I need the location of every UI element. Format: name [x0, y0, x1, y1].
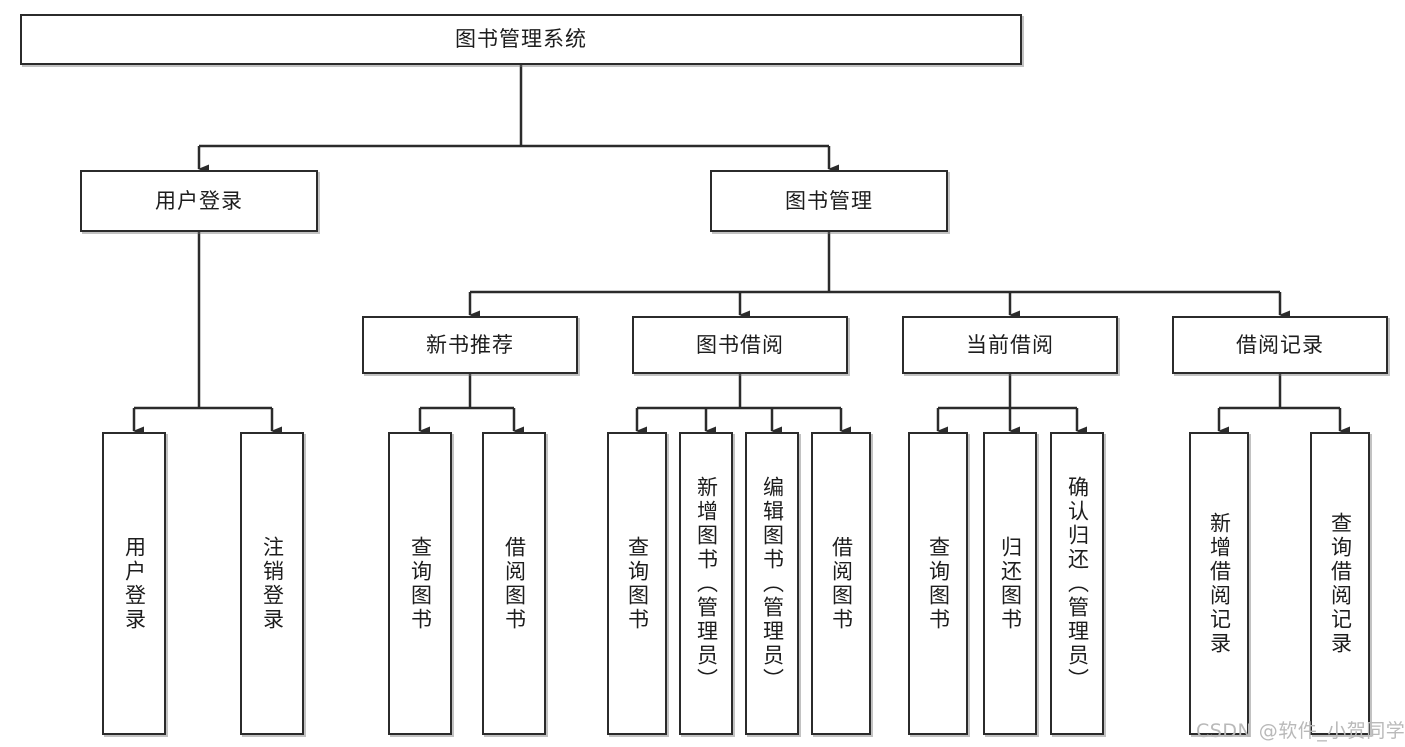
- level2-node-book-borrow[interactable]: 图书借阅: [632, 316, 848, 374]
- node-label: 借阅记录: [1236, 332, 1324, 357]
- node-label: 查询借阅记录: [1328, 511, 1353, 656]
- level2-node-current-borrow[interactable]: 当前借阅: [902, 316, 1118, 374]
- node-label: 图书管理: [785, 188, 873, 213]
- node-label: 用户登录: [155, 188, 243, 213]
- leaf-node-leaf-bb-query[interactable]: 查询图书: [607, 432, 667, 735]
- leaf-node-leaf-cb-return[interactable]: 归还图书: [983, 432, 1037, 735]
- node-label: 新增借阅记录: [1207, 511, 1232, 656]
- leaf-node-leaf-br-query[interactable]: 查询借阅记录: [1310, 432, 1370, 735]
- node-label: 归还图书: [998, 535, 1023, 632]
- node-label: 新增图书（管理员）: [694, 475, 719, 692]
- leaf-node-leaf-user-login[interactable]: 用户登录: [102, 432, 166, 735]
- leaf-node-leaf-cb-query[interactable]: 查询图书: [908, 432, 968, 735]
- level2-node-new-book-rec[interactable]: 新书推荐: [362, 316, 578, 374]
- level1-node-book-manage[interactable]: 图书管理: [710, 170, 948, 232]
- node-label: 查询图书: [408, 535, 433, 632]
- node-label: 查询图书: [625, 535, 650, 632]
- node-label: 确认归还（管理员）: [1065, 475, 1090, 692]
- node-label: 借阅图书: [829, 535, 854, 632]
- node-label: 当前借阅: [966, 332, 1054, 357]
- leaf-node-leaf-bb-borrow[interactable]: 借阅图书: [811, 432, 871, 735]
- root-node-root[interactable]: 图书管理系统: [20, 14, 1022, 65]
- level1-node-user-login[interactable]: 用户登录: [80, 170, 318, 232]
- leaf-node-leaf-bb-add[interactable]: 新增图书（管理员）: [679, 432, 733, 735]
- csdn-watermark: CSDN @软件_小贺同学: [1196, 720, 1405, 742]
- node-label: 新书推荐: [426, 332, 514, 357]
- node-label: 查询图书: [926, 535, 951, 632]
- node-label: 注销登录: [260, 535, 285, 632]
- leaf-node-leaf-br-add[interactable]: 新增借阅记录: [1189, 432, 1249, 735]
- leaf-node-leaf-rec-borrow[interactable]: 借阅图书: [482, 432, 546, 735]
- node-label: 编辑图书（管理员）: [760, 475, 785, 692]
- leaf-node-leaf-cb-confirm[interactable]: 确认归还（管理员）: [1050, 432, 1104, 735]
- node-label: 用户登录: [122, 535, 147, 632]
- node-label: 借阅图书: [502, 535, 527, 632]
- leaf-node-leaf-logout[interactable]: 注销登录: [240, 432, 304, 735]
- node-label: 图书管理系统: [455, 27, 587, 52]
- level2-node-borrow-record[interactable]: 借阅记录: [1172, 316, 1388, 374]
- node-label: 图书借阅: [696, 332, 784, 357]
- leaf-node-leaf-rec-query[interactable]: 查询图书: [388, 432, 452, 735]
- leaf-node-leaf-bb-edit[interactable]: 编辑图书（管理员）: [745, 432, 799, 735]
